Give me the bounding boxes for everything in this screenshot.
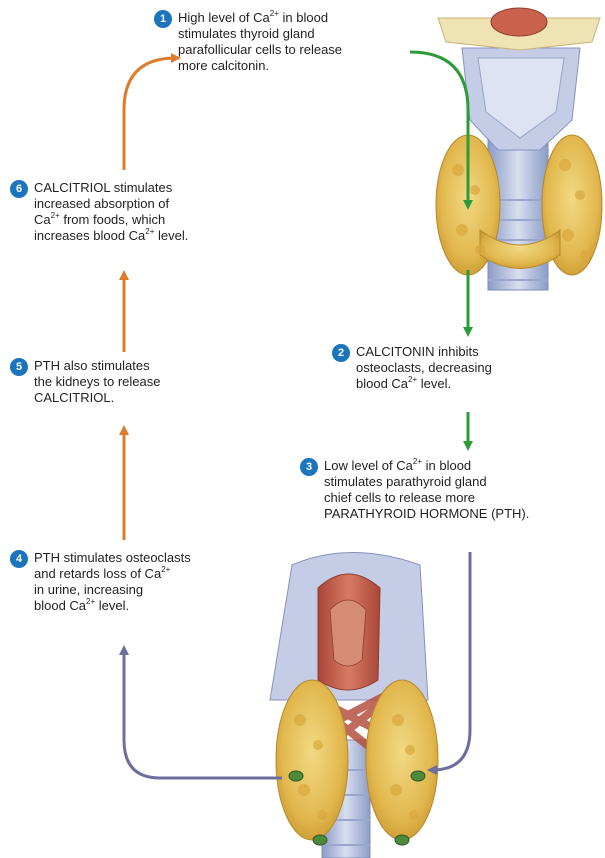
text-segment: Low level of Ca xyxy=(324,458,413,473)
step-number-badge: 4 xyxy=(10,550,28,568)
text-segment: blood Ca xyxy=(356,376,408,391)
superscript: 2+ xyxy=(270,9,279,18)
step-line: increased absorption of xyxy=(34,196,188,212)
step-number-badge: 1 xyxy=(154,10,172,28)
superscript: 2+ xyxy=(408,375,417,384)
text-segment: CALCITONIN inhibits xyxy=(356,344,479,359)
text-segment: and retards loss of Ca xyxy=(34,566,161,581)
step-line: the kidneys to release xyxy=(34,374,160,390)
step-line: CALCITONIN inhibits xyxy=(356,344,492,360)
text-segment: in blood xyxy=(279,10,328,25)
step-line: CALCITRIOL stimulates xyxy=(34,180,188,196)
step-line: in urine, increasing xyxy=(34,582,191,598)
step-line: blood Ca2+ level. xyxy=(34,598,191,614)
step-number-badge: 2 xyxy=(332,344,350,362)
text-segment: from foods, which xyxy=(60,212,166,227)
step-line: osteoclasts, decreasing xyxy=(356,360,492,376)
step-line: more calcitonin. xyxy=(178,58,342,74)
step-line: increases blood Ca2+ level. xyxy=(34,228,188,244)
step-line: Ca2+ from foods, which xyxy=(34,212,188,228)
step-line: and retards loss of Ca2+ xyxy=(34,566,191,582)
text-segment: more calcitonin. xyxy=(178,58,269,73)
step-line: chief cells to release more xyxy=(324,490,529,506)
step-number-badge: 5 xyxy=(10,358,28,376)
superscript: 2+ xyxy=(413,457,422,466)
text-segment: level. xyxy=(417,376,451,391)
text-segment: in blood xyxy=(422,458,471,473)
arrow-3-to-parathyroid xyxy=(432,552,470,770)
step-line: Low level of Ca2+ in blood xyxy=(324,458,529,474)
text-segment: in urine, increasing xyxy=(34,582,143,597)
text-segment: increases blood Ca xyxy=(34,228,145,243)
step-line: stimulates parathyroid gland xyxy=(324,474,529,490)
text-segment: blood Ca xyxy=(34,598,86,613)
superscript: 2+ xyxy=(161,565,170,574)
thyroid-gland-illustration xyxy=(436,8,602,290)
text-segment: level. xyxy=(95,598,129,613)
parathyroid-gland-illustration xyxy=(270,553,438,858)
superscript: 2+ xyxy=(145,227,154,236)
step-line: parafollicular cells to release xyxy=(178,42,342,58)
step-number-badge: 3 xyxy=(300,458,318,476)
step-line: CALCITRIOL. xyxy=(34,390,160,406)
step-number-badge: 6 xyxy=(10,180,28,198)
step-line: PTH also stimulates xyxy=(34,358,160,374)
text-segment: stimulates parathyroid gland xyxy=(324,474,487,489)
text-segment: increased absorption of xyxy=(34,196,169,211)
step-line: PARATHYROID HORMONE (PTH). xyxy=(324,506,529,522)
text-segment: level. xyxy=(154,228,188,243)
text-segment: PTH stimulates osteoclasts xyxy=(34,550,191,565)
step-line: PTH stimulates osteoclasts xyxy=(34,550,191,566)
text-segment: PARATHYROID HORMONE (PTH). xyxy=(324,506,529,521)
text-segment: PTH also stimulates xyxy=(34,358,150,373)
superscript: 2+ xyxy=(51,211,60,220)
step-line: High level of Ca2+ in blood xyxy=(178,10,342,26)
text-segment: CALCITRIOL stimulates xyxy=(34,180,172,195)
text-segment: Ca xyxy=(34,212,51,227)
text-segment: High level of Ca xyxy=(178,10,270,25)
arrow-parathyroid-to-4 xyxy=(124,650,282,778)
text-segment: stimulates thyroid gland xyxy=(178,26,315,41)
step-line: stimulates thyroid gland xyxy=(178,26,342,42)
text-segment: CALCITRIOL. xyxy=(34,390,114,405)
arrow-6-to-1 xyxy=(124,58,176,170)
text-segment: chief cells to release more xyxy=(324,490,475,505)
text-segment: parafollicular cells to release xyxy=(178,42,342,57)
text-segment: osteoclasts, decreasing xyxy=(356,360,492,375)
superscript: 2+ xyxy=(86,597,95,606)
text-segment: the kidneys to release xyxy=(34,374,160,389)
step-line: blood Ca2+ level. xyxy=(356,376,492,392)
